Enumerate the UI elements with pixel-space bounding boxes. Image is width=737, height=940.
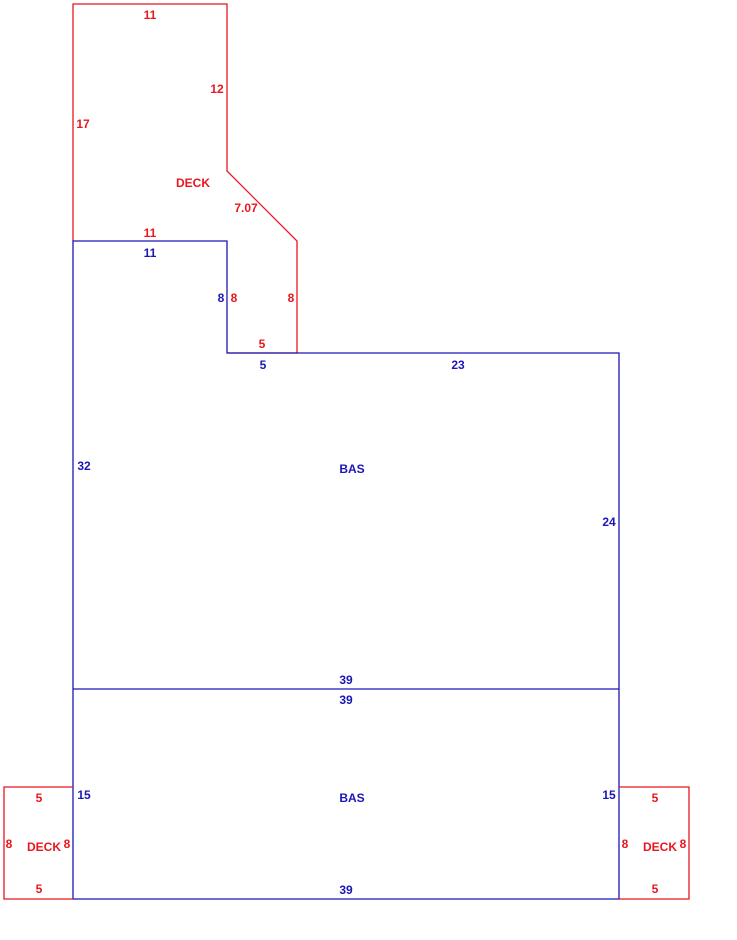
bas-lower-side-left: 15 — [77, 788, 91, 802]
deck-top-side-diagonal: 7.07 — [234, 201, 258, 215]
deck-left-side-left: 8 — [6, 837, 13, 851]
bas-upper-area-label: BAS — [339, 462, 364, 476]
deck-top-side-right-upper: 12 — [210, 82, 224, 96]
deck-top-area-label: DECK — [176, 176, 210, 190]
deck-top-side-top: 11 — [144, 8, 157, 22]
bas-upper-side-top: 23 — [451, 358, 465, 372]
deck-right-side-top: 5 — [652, 791, 659, 805]
deck-right-side-right: 8 — [680, 837, 687, 851]
bas-lower-side-top: 39 — [339, 693, 353, 707]
deck-top-side-right-lower: 8 — [288, 291, 295, 305]
bas-upper-side-notch-bottom: 5 — [260, 358, 267, 372]
deck-right-area-label: DECK — [643, 840, 677, 854]
bas-lower-outline — [72, 689, 620, 900]
deck-top-side-inner-top: 11 — [144, 226, 157, 240]
deck-left-side-bottom: 5 — [36, 882, 43, 896]
deck-left-side-right: 8 — [64, 837, 71, 851]
deck-right-outline — [619, 786, 690, 900]
deck-top-side-inner-right: 8 — [231, 291, 238, 305]
deck-left-area-label: DECK — [27, 840, 61, 854]
bas-upper-side-notch-right: 8 — [218, 291, 225, 305]
bas-lower-area-label: BAS — [339, 791, 364, 805]
bas-upper-side-right: 24 — [602, 515, 616, 529]
bas-upper-side-left: 32 — [77, 459, 91, 473]
deck-right-side-bottom: 5 — [652, 882, 659, 896]
bas-lower-side-bottom: 39 — [339, 883, 353, 897]
deck-top-side-left: 17 — [76, 117, 90, 131]
deck-right-side-left: 8 — [622, 837, 629, 851]
deck-left-outline — [3, 786, 73, 900]
deck-left-side-top: 5 — [36, 791, 43, 805]
deck-top-side-bottom: 5 — [259, 337, 266, 351]
bas-upper-side-notch-top: 11 — [144, 246, 157, 260]
bas-upper-side-bottom: 39 — [339, 673, 353, 687]
bas-lower-side-right: 15 — [602, 788, 616, 802]
